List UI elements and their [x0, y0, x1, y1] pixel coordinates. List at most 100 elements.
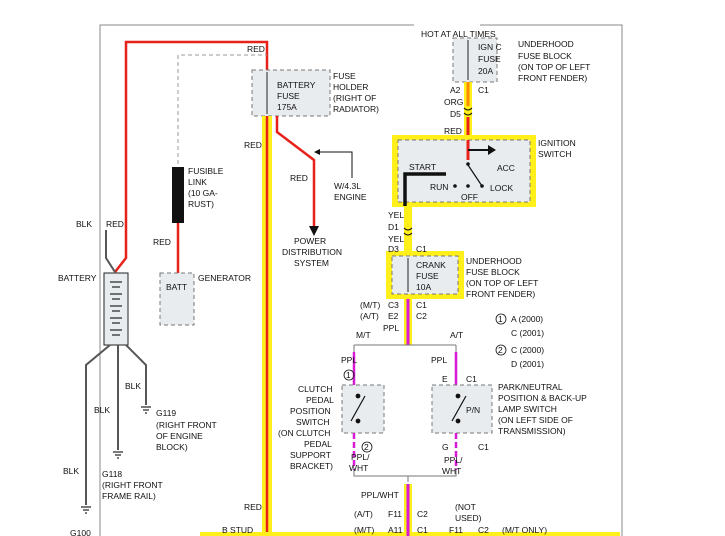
legend-d2001: D (2001): [511, 359, 544, 369]
g119-l3: OF ENGINE: [156, 431, 203, 441]
battery: [103, 272, 129, 346]
ign-wiper: [467, 164, 483, 187]
pn-g: G: [442, 442, 449, 452]
bottom-c1: C1: [417, 525, 428, 535]
ign-fuse-box: [452, 37, 498, 83]
ign-switch-title-l1: IGNITION: [538, 138, 576, 148]
label-red-top: RED: [247, 44, 265, 54]
pn-pplwht-l2: WHT: [442, 466, 461, 476]
label-d5: D5: [450, 109, 461, 119]
label-c2-crank: C2: [416, 311, 427, 321]
engine-l1: W/4.3L: [334, 181, 361, 191]
ign-switch-title-l2: SWITCH: [538, 149, 572, 159]
uh-block-2-l2: FUSE BLOCK: [466, 267, 520, 277]
ign-fuse-l2: FUSE: [478, 54, 501, 64]
label-generator: GENERATOR: [198, 273, 251, 283]
label-red-main: RED: [106, 219, 124, 229]
g118-l2: (RIGHT FRONT: [102, 480, 163, 490]
clutch-switch-box: [341, 384, 385, 434]
fusible-link-dashed: [177, 54, 267, 164]
uh-block-2-l4: FRONT FENDER): [466, 289, 535, 299]
bottom-c2b: C2: [478, 525, 489, 535]
label-blk-3: BLK: [94, 405, 110, 415]
g118-l3: FRAME RAIL): [102, 491, 156, 501]
uh-block-1-l1: UNDERHOOD: [518, 39, 574, 49]
label-red-vertical: RED: [244, 140, 262, 150]
clutch-l6: PEDAL: [304, 439, 332, 449]
label-a2: A2: [450, 85, 461, 95]
pds-l3: SYSTEM: [294, 258, 329, 268]
legend-c2000: C (2000): [511, 345, 544, 355]
ign-contacts: [453, 162, 484, 188]
pn-l1: PARK/NEUTRAL: [498, 382, 563, 392]
legend-two: 2: [498, 345, 503, 355]
label-blk-2: BLK: [125, 381, 141, 391]
not-used-l2: USED): [455, 513, 482, 523]
bottom-f11: F11: [388, 509, 402, 519]
pn-mark: P/N: [466, 405, 480, 415]
clutch-mt: M/T: [356, 330, 371, 340]
bottom-at: (A/T): [354, 509, 373, 519]
g118-l1: G118: [102, 469, 122, 479]
label-g100: G100: [70, 528, 91, 536]
clutch-l3: POSITION: [290, 406, 331, 416]
label-yel-1: YEL: [388, 210, 404, 220]
label-d3: D3: [388, 244, 399, 254]
battery-fuse-box: [251, 69, 331, 117]
label-c3: C3: [388, 300, 399, 310]
pn-l3: LAMP SWITCH: [498, 404, 557, 414]
clutch-l1: CLUTCH: [298, 384, 332, 394]
ign-run: RUN: [430, 182, 448, 192]
legend-c2001: C (2001): [511, 328, 544, 338]
legend-one: 1: [498, 314, 503, 324]
ground-wires: [85, 344, 147, 505]
clutch-l7: SUPPORT: [290, 450, 331, 460]
label-c1-top: C1: [478, 85, 489, 95]
pn-e: E: [442, 374, 448, 384]
label-red-branch: RED: [290, 173, 308, 183]
bottom-c2: C2: [417, 509, 428, 519]
pds-branch-wire: [275, 116, 316, 228]
pn-l5: TRANSMISSION): [498, 426, 566, 436]
holder-l3: (RIGHT OF: [333, 93, 376, 103]
pn-c1: C1: [466, 374, 477, 384]
battery-cells: [110, 281, 122, 336]
battery-black-wire: [105, 230, 116, 273]
label-c1-crank-b: C1: [416, 300, 427, 310]
engine-pointer: [320, 151, 353, 178]
pn-at: A/T: [450, 330, 463, 340]
label-org: ORG: [444, 97, 463, 107]
pn-l2: POSITION & BACK-UP: [498, 393, 587, 403]
label-ppl-crank: PPL: [383, 323, 399, 333]
ign-feed-wire: [464, 82, 472, 138]
ignition-switch-box: [397, 139, 531, 203]
bottom-a11: A11: [388, 525, 403, 535]
fusible-link: [172, 167, 184, 223]
generator-box: [159, 272, 195, 326]
label-blk-batt: BLK: [76, 219, 92, 229]
clutch-two: 2: [364, 442, 369, 452]
g119-l1: G119: [156, 408, 176, 418]
pn-switch-box: [431, 384, 493, 434]
label-c1-crank: C1: [416, 244, 427, 254]
ign-fuse-l3: 20A: [478, 66, 493, 76]
ign-lock: LOCK: [490, 183, 513, 193]
clutch-one: 1: [346, 370, 351, 380]
holder-l4: RADIATOR): [333, 104, 379, 114]
clutch-ppl: PPL: [341, 355, 357, 365]
ign-fuse-l1: IGN C: [478, 42, 502, 52]
pn-contact: [451, 393, 467, 424]
batt-fuse-l3: 175A: [277, 102, 297, 112]
main-yellow-red-feed: [262, 116, 272, 536]
pds-arrow: [309, 226, 319, 236]
label-mt-crank: (M/T): [360, 300, 380, 310]
bottom-f11b: F11: [449, 525, 463, 535]
clutch-l4: SWITCH: [296, 417, 330, 427]
label-e2: E2: [388, 311, 399, 321]
engine-l2: ENGINE: [334, 192, 367, 202]
label-red-bottom: RED: [244, 502, 262, 512]
label-d1: D1: [388, 222, 399, 232]
engine-pointer-arrow: [314, 149, 320, 155]
pn-ppl: PPL: [431, 355, 447, 365]
